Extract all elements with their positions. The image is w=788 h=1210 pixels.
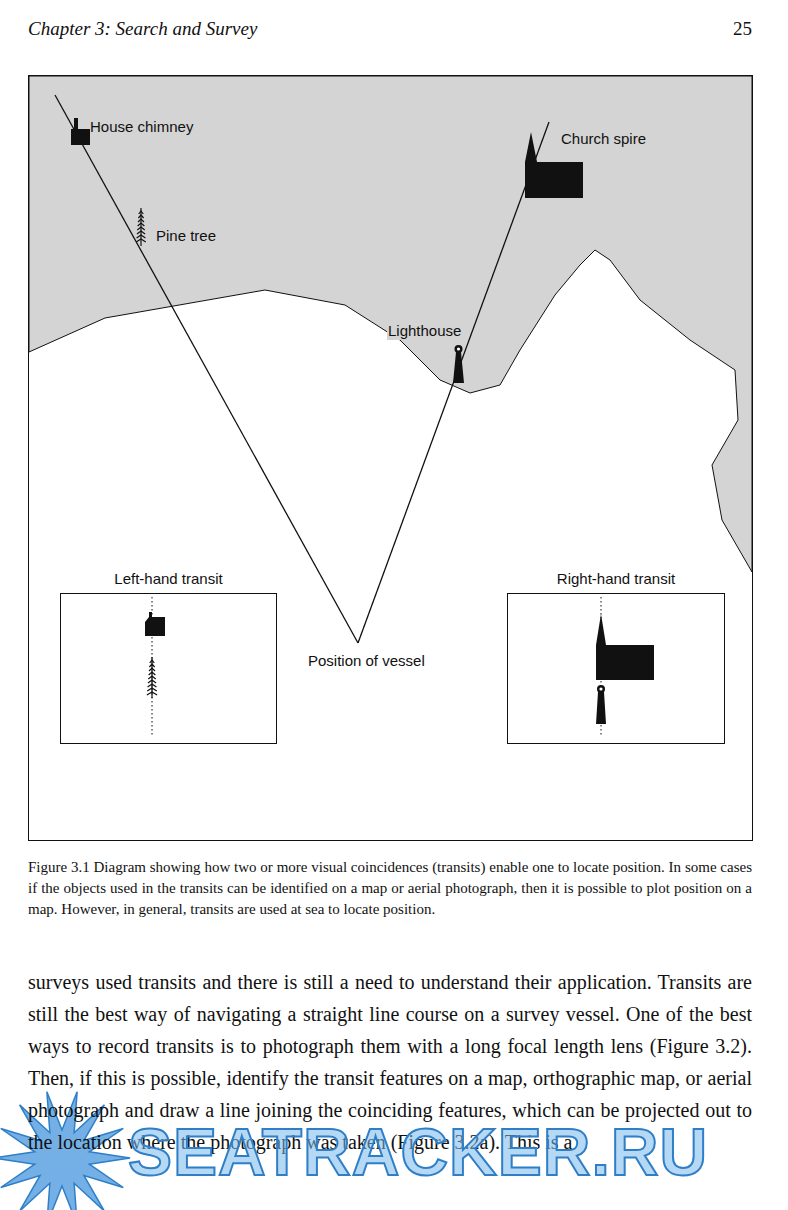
watermark: SEATRACKER.RU (128, 1112, 708, 1192)
left-transit-line (55, 95, 358, 643)
feature-label: Pine tree (156, 227, 216, 245)
transit-view-box: Right-hand transit (507, 593, 725, 744)
church-spire-icon (596, 614, 654, 680)
view-heading: Left-hand transit (61, 570, 276, 588)
lighthouse-icon (596, 685, 606, 724)
feature-label: House chimney (90, 118, 193, 136)
pine-tree-icon (136, 208, 146, 246)
land-region (29, 76, 752, 572)
page-number: 25 (733, 18, 752, 40)
figure-caption: Figure 3.1 Diagram showing how two or mo… (28, 857, 752, 920)
right-transit-line (358, 122, 549, 643)
running-header: Chapter 3: Search and Survey (28, 18, 257, 40)
view-heading: Right-hand transit (508, 570, 724, 588)
lighthouse-icon (453, 345, 464, 383)
feature-label: Church spire (561, 130, 646, 148)
house-chimney-icon (71, 118, 90, 145)
figure-frame (29, 76, 753, 841)
vessel-label: Position of vessel (308, 652, 425, 670)
transit-view-box: Left-hand transit (60, 593, 277, 744)
feature-label: Lighthouse (387, 322, 462, 340)
pine-tree-icon (147, 657, 157, 698)
house-chimney-icon (145, 612, 165, 636)
